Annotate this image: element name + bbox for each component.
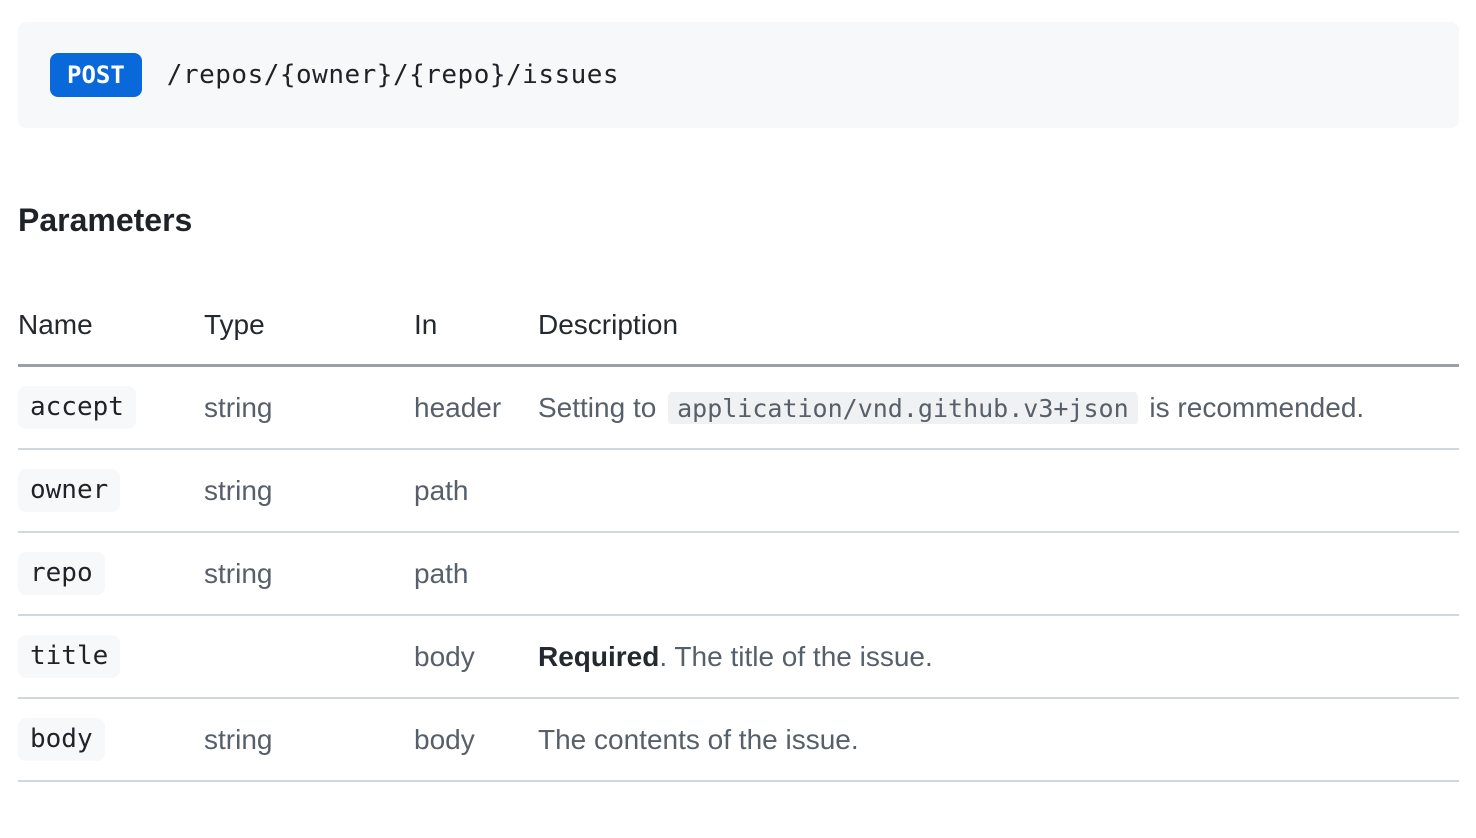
param-in-cell: body: [414, 723, 475, 755]
description-text: Setting to: [538, 391, 665, 423]
param-name-badge: owner: [18, 468, 121, 513]
table-row: owner string path: [18, 450, 1459, 533]
param-type-cell: string: [204, 557, 273, 589]
param-in-cell: path: [414, 474, 469, 506]
endpoint-path: /repos/{owner}/{repo}/issues: [166, 60, 620, 90]
table-row: body string body The contents of the iss…: [18, 699, 1459, 782]
table-row: title body Required. The title of the is…: [18, 616, 1459, 699]
column-header-name: Name: [18, 308, 93, 340]
description-text: is recommended.: [1141, 391, 1365, 423]
table-row: repo string path: [18, 533, 1459, 616]
param-type-cell: string: [204, 391, 273, 423]
param-in-cell: header: [414, 391, 502, 423]
param-description-cell: The contents of the issue.: [538, 724, 1459, 756]
endpoint-header: POST /repos/{owner}/{repo}/issues: [18, 22, 1459, 128]
param-name-badge: body: [18, 717, 105, 762]
param-name-cell: title: [18, 634, 204, 679]
table-header-row: Name Type In Description: [18, 285, 1459, 367]
param-description-cell: Required. The title of the issue.: [538, 641, 1459, 673]
column-header-description: Description: [538, 308, 679, 340]
param-name-badge: title: [18, 634, 121, 679]
description-text: The contents of the issue.: [538, 723, 859, 755]
param-name-cell: accept: [18, 385, 204, 430]
column-header-type: Type: [204, 308, 265, 340]
param-type-cell: string: [204, 474, 273, 506]
column-header-in: In: [414, 308, 438, 340]
inline-code-chip: application/vnd.github.v3+json: [668, 391, 1138, 424]
required-label: Required: [538, 640, 660, 672]
section-title-parameters: Parameters: [18, 202, 193, 238]
param-name-cell: repo: [18, 551, 204, 596]
param-in-cell: body: [414, 640, 475, 672]
param-type-cell: string: [204, 723, 273, 755]
param-name-cell: body: [18, 717, 204, 762]
param-name-cell: owner: [18, 468, 204, 513]
description-text: . The title of the issue.: [659, 640, 933, 672]
http-method-badge: POST: [50, 52, 142, 98]
param-description-cell: Setting to application/vnd.github.v3+jso…: [538, 391, 1459, 424]
param-name-badge: repo: [18, 551, 105, 596]
param-name-badge: accept: [18, 385, 136, 430]
param-in-cell: path: [414, 557, 469, 589]
parameters-table: Name Type In Description accept string h…: [18, 285, 1459, 782]
table-row: accept string header Setting to applicat…: [18, 367, 1459, 450]
